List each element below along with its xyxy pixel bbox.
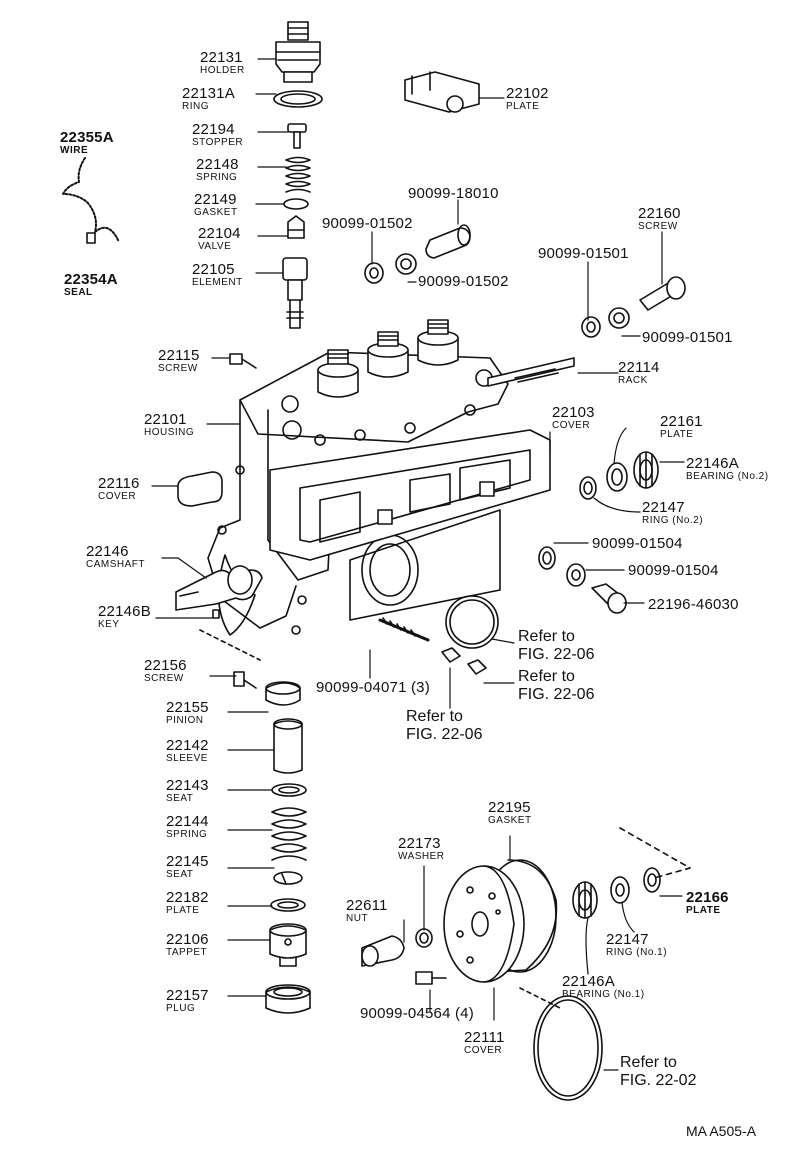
label-90099-01502-b: 90099-01502 — [418, 273, 509, 290]
sleeve-part — [273, 718, 303, 774]
plug-part-22157 — [265, 984, 311, 1014]
label-90099-04071: 90099-04071 (3) — [316, 679, 430, 696]
wire-part — [62, 157, 120, 243]
spring-part-22144 — [271, 807, 307, 861]
nut-part — [361, 935, 405, 967]
rack-part — [487, 357, 575, 387]
screw-part-22115 — [229, 353, 257, 369]
key-part — [212, 609, 220, 619]
label-90099-01504-a: 90099-01504 — [592, 535, 683, 552]
label-90099-04564: 90099-04564 (4) — [360, 1005, 474, 1022]
bearing-part-1 — [572, 881, 598, 919]
element-part — [282, 257, 308, 329]
label-90099-18010: 90099-18010 — [408, 185, 499, 202]
label-90099-01502-a: 90099-01502 — [322, 215, 413, 232]
plug-part-22196 — [591, 583, 627, 614]
washer-part — [415, 928, 433, 948]
cover-part-22111 — [443, 865, 525, 983]
label-90099-01501-b: 90099-01501 — [642, 329, 733, 346]
cover-part-22103 — [269, 429, 551, 561]
plate-part-22182 — [270, 898, 306, 912]
o-ring-part-2 — [533, 995, 603, 1101]
screw-part-22156 — [233, 671, 257, 689]
label-90099-01501-a: 90099-01501 — [538, 245, 629, 262]
diagram-code: MA A505-A — [686, 1123, 757, 1139]
bearing-part-2 — [633, 451, 659, 489]
bolt-part — [425, 224, 471, 259]
o-ring-part — [445, 595, 499, 649]
housing-part — [207, 319, 509, 636]
bolt-part-90099-04564 — [415, 971, 447, 985]
ring-part — [273, 90, 323, 108]
tappet-part — [269, 923, 307, 967]
cover-part-22116 — [177, 471, 223, 507]
seat-part-22145 — [273, 871, 303, 885]
valve-part — [287, 215, 305, 239]
seal-part — [86, 232, 96, 244]
label-90099-01504-b: 90099-01504 — [628, 562, 719, 579]
plate-part — [404, 71, 480, 113]
camshaft-part — [175, 565, 263, 611]
stopper-part — [287, 123, 307, 149]
pinion-part — [265, 681, 301, 706]
label-22196-46030: 22196-46030 — [648, 596, 739, 613]
seat-part — [271, 783, 307, 797]
screw-part-22160 — [639, 276, 686, 311]
holder-part — [275, 21, 321, 83]
spring-part — [285, 156, 311, 193]
gasket-part — [283, 198, 309, 210]
